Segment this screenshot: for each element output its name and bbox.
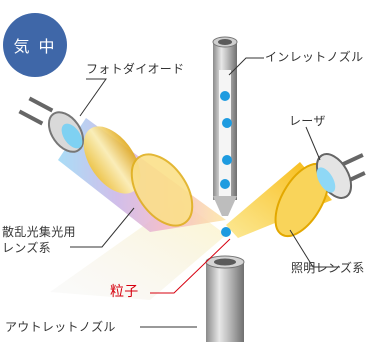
label-inlet-nozzle: インレットノズル xyxy=(265,50,364,64)
leader-lines xyxy=(70,57,340,328)
particle xyxy=(220,91,230,101)
label-scatter-lens-line2: レンズ系 xyxy=(2,241,51,255)
label-outlet-nozzle: アウトレットノズル xyxy=(5,320,116,334)
label-scatter-lens-line1: 散乱光集光用 xyxy=(2,225,76,239)
particle xyxy=(222,118,232,128)
outlet-nozzle-shape xyxy=(205,255,245,342)
particle xyxy=(222,155,232,165)
scatter-lens-2 xyxy=(130,153,194,227)
label-illum-lens: 照明レンズ系 xyxy=(291,261,365,275)
laser-device xyxy=(315,153,366,199)
label-laser: レーザ xyxy=(289,114,326,128)
label-photodiode: フォトダイオード xyxy=(86,62,185,76)
particle xyxy=(221,227,231,237)
label-particle: 粒子 xyxy=(110,284,139,300)
scatter-lens-1 xyxy=(83,126,141,194)
photodiode-device xyxy=(18,96,85,153)
environment-badge: 気 中 xyxy=(3,13,67,77)
particle xyxy=(220,179,230,189)
